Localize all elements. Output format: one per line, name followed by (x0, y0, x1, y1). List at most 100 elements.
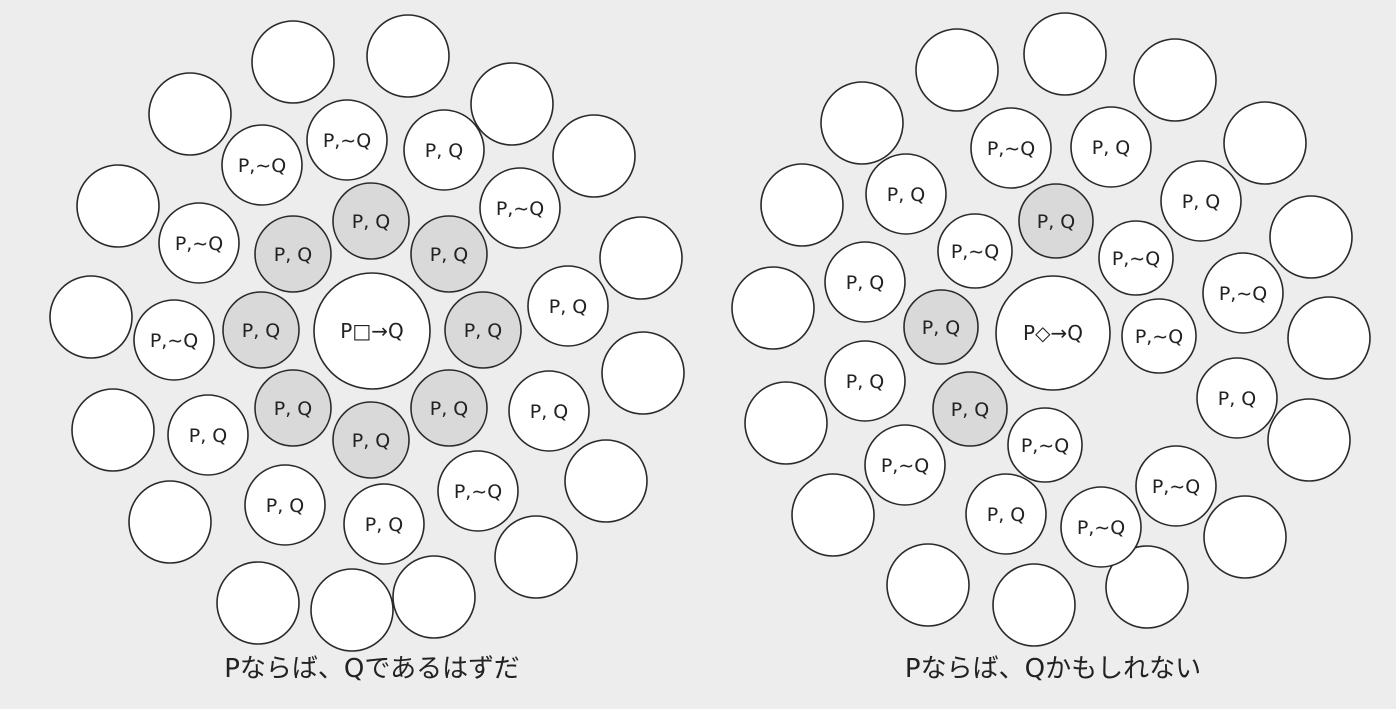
world-circle-shape (470, 62, 554, 146)
world-circle-shape (479, 167, 561, 249)
world-circle-shape (1135, 445, 1217, 527)
world-circle-empty (1223, 101, 1307, 185)
world-label: P,∼Q (238, 155, 286, 177)
world-label: P, Q (266, 495, 305, 517)
world-circle-labeled: P,∼Q (1098, 220, 1174, 296)
world-circle-labeled: P, Q (508, 370, 590, 452)
world-circle-empty (744, 381, 828, 465)
world-circle-highlighted: P, Q (410, 369, 488, 447)
world-circle-shape (965, 473, 1047, 555)
world-circle-shape (1098, 220, 1174, 296)
world-circle-shape (366, 14, 450, 98)
world-circle-shape (915, 28, 999, 112)
actual-world-circle: P◇→Q (995, 275, 1111, 391)
world-circle-empty (148, 72, 232, 156)
world-circle-shape (1060, 486, 1142, 568)
world-label: P, Q (365, 514, 404, 536)
world-circle-empty (564, 439, 648, 523)
world-circle-shape (744, 381, 828, 465)
world-label: P,∼Q (1219, 283, 1267, 305)
world-circle-labeled: P,∼Q (306, 99, 388, 181)
world-circle-shape (71, 388, 155, 472)
world-circle-shape (1202, 252, 1284, 334)
world-circle-labeled: P,∼Q (221, 124, 303, 206)
world-circle-shape (158, 202, 240, 284)
world-circle-labeled: P,∼Q (133, 299, 215, 381)
world-circle-highlighted: P, Q (1018, 183, 1094, 259)
world-circle-shape (254, 215, 332, 293)
world-label: P, Q (274, 244, 313, 266)
world-circle-shape (444, 291, 522, 369)
world-circle-shape (332, 401, 410, 479)
world-circle-shape (1223, 101, 1307, 185)
world-circle-empty (494, 515, 578, 599)
world-circle-empty (1203, 495, 1287, 579)
world-circle-shape (494, 515, 578, 599)
world-circle-shape (1203, 495, 1287, 579)
world-circle-shape (824, 340, 906, 422)
world-circle-shape (133, 299, 215, 381)
world-circle-shape (148, 72, 232, 156)
world-circle-empty (392, 555, 476, 639)
world-circle-shape (791, 473, 875, 557)
world-label: P, Q (987, 504, 1026, 526)
world-circle-shape (1070, 106, 1152, 188)
world-circle-shape (820, 81, 904, 165)
world-circle-shape (244, 464, 326, 546)
world-label: P, Q (1037, 211, 1076, 233)
world-label: P,∼Q (987, 138, 1035, 160)
world-label: P, Q (352, 430, 391, 452)
world-circle-empty (599, 216, 683, 300)
world-circle-shape (937, 213, 1013, 289)
world-circle-shape (437, 450, 519, 532)
world-circle-empty (1133, 38, 1217, 122)
world-label: P,∼Q (951, 241, 999, 263)
world-circle-empty (791, 473, 875, 557)
world-circle-labeled: P,∼Q (1060, 486, 1142, 568)
world-label: P, Q (1182, 191, 1221, 213)
world-label: P,∼Q (1135, 326, 1183, 348)
counterfactual-label: P◇→Q (1023, 321, 1083, 345)
world-circle-labeled: P, Q (1070, 106, 1152, 188)
world-circle-shape (932, 371, 1008, 447)
world-label: P, Q (352, 211, 391, 233)
world-circle-empty (366, 14, 450, 98)
world-label: P,∼Q (1112, 248, 1160, 270)
world-circle-labeled: P, Q (1196, 357, 1278, 439)
world-circle-highlighted: P, Q (410, 215, 488, 293)
world-label: P, Q (846, 371, 885, 393)
world-circle-empty (1105, 545, 1189, 629)
world-circle-shape (49, 275, 133, 359)
world-circle-shape (254, 369, 332, 447)
world-circle-empty (216, 561, 300, 645)
world-label: P, Q (530, 401, 569, 423)
world-label: P, Q (430, 244, 469, 266)
world-circle-shape (970, 107, 1052, 189)
world-circle-empty (731, 266, 815, 350)
world-label: P, Q (430, 398, 469, 420)
world-label: P, Q (1092, 137, 1131, 159)
world-circle-labeled: P, Q (527, 265, 609, 347)
world-circle-shape (601, 331, 685, 415)
world-circle-shape (1133, 38, 1217, 122)
world-circle-empty (760, 163, 844, 247)
world-circle-highlighted: P, Q (932, 371, 1008, 447)
diagram-caption: Pならば、Qかもしれない (905, 654, 1201, 684)
world-circle-labeled: P,∼Q (158, 202, 240, 284)
actual-world-shape (313, 272, 431, 390)
world-circle-labeled: P, Q (824, 340, 906, 422)
world-label: P,∼Q (496, 198, 544, 220)
world-circle-shape (1267, 398, 1351, 482)
world-label: P,∼Q (150, 330, 198, 352)
world-circle-labeled: P,∼Q (1007, 407, 1083, 483)
world-circle-labeled: P,∼Q (1135, 445, 1217, 527)
world-circle-shape (306, 99, 388, 181)
world-circle-empty (601, 331, 685, 415)
world-circle-empty (251, 20, 335, 104)
world-circle-highlighted: P, Q (332, 182, 410, 260)
world-label: P, Q (464, 320, 503, 342)
world-label: P, Q (1218, 388, 1257, 410)
world-circle-shape (760, 163, 844, 247)
world-circle-shape (992, 563, 1076, 647)
